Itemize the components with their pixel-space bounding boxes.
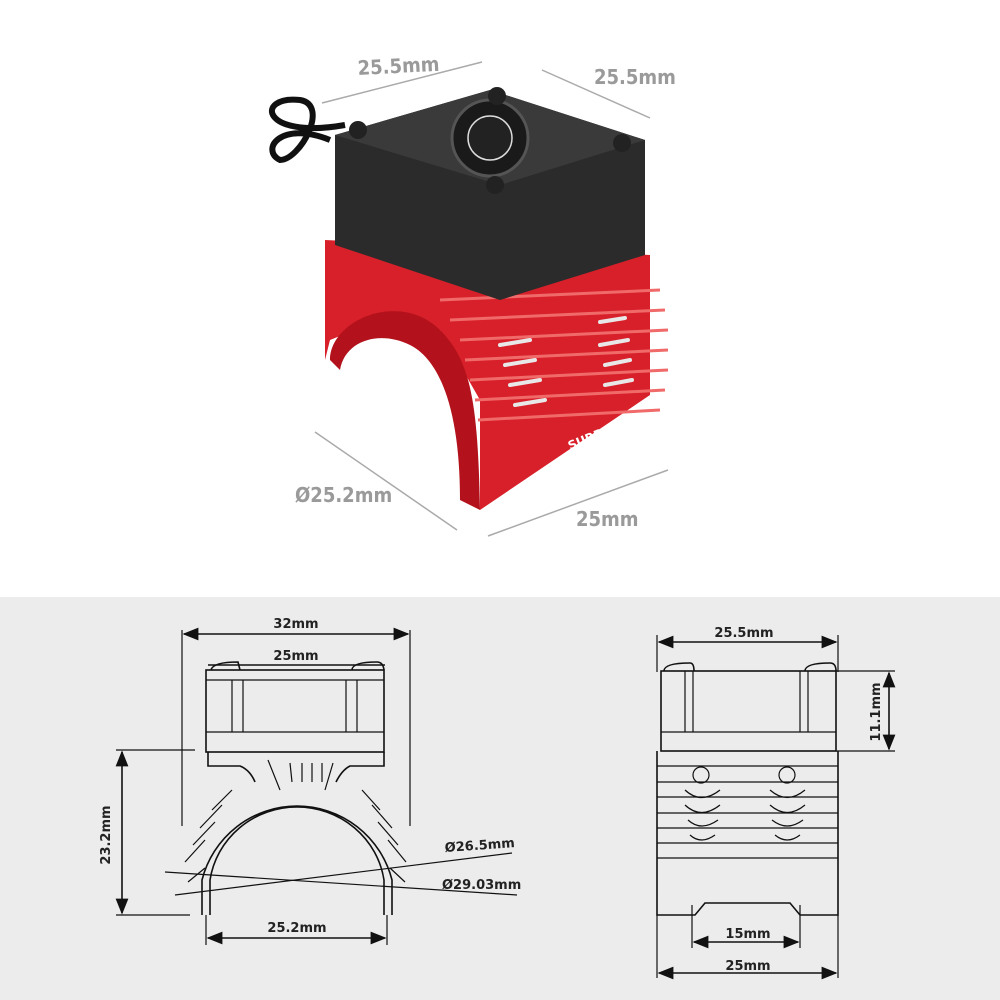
product-photo: SURPASS 25.5mm 25.5mm Ø25.2mm 25mm <box>269 51 676 537</box>
label-overall-width: 32mm <box>273 617 318 632</box>
dim-line-fan-width <box>321 61 483 104</box>
label-slot-width: 15mm <box>725 927 770 942</box>
label-front-fan-width: 25mm <box>273 649 318 664</box>
label-diameter-outer: Ø29.03mm <box>442 878 521 893</box>
label-side-base-length: 25mm <box>725 959 770 974</box>
dim-line-base <box>487 469 669 537</box>
label-fan-height: 11.1mm <box>869 682 884 741</box>
dim-line-fan-depth <box>541 69 651 119</box>
label-fan-width: 25.5mm <box>357 52 440 80</box>
drawing-canvas: 32mm 25mm 23.2mm Ø26.5mm Ø29.03mm 25.2mm <box>99 617 896 980</box>
heatsink-product-illustration: SURPASS 25.5mm 25.5mm Ø25.2mm 25mm <box>269 52 676 537</box>
label-diameter: Ø25.2mm <box>295 483 392 507</box>
fan-wire <box>269 96 346 164</box>
label-height: 23.2mm <box>99 805 114 864</box>
dim-line-diameter <box>314 431 458 531</box>
red-heatsink <box>325 240 669 510</box>
front-view: 32mm 25mm 23.2mm Ø26.5mm Ø29.03mm 25.2mm <box>99 617 521 945</box>
label-opening-width: 25.2mm <box>267 921 326 936</box>
label-base-length: 25mm <box>576 507 639 531</box>
black-fan <box>335 87 645 300</box>
label-fan-depth: 25.5mm <box>594 65 676 89</box>
label-diameter-inner: Ø26.5mm <box>444 836 515 856</box>
label-side-fan-width: 25.5mm <box>714 626 773 641</box>
technical-drawing: 32mm 25mm 23.2mm Ø26.5mm Ø29.03mm 25.2mm <box>0 597 1000 1000</box>
side-view: 25.5mm 11.1mm 15mm 25mm <box>656 626 896 980</box>
